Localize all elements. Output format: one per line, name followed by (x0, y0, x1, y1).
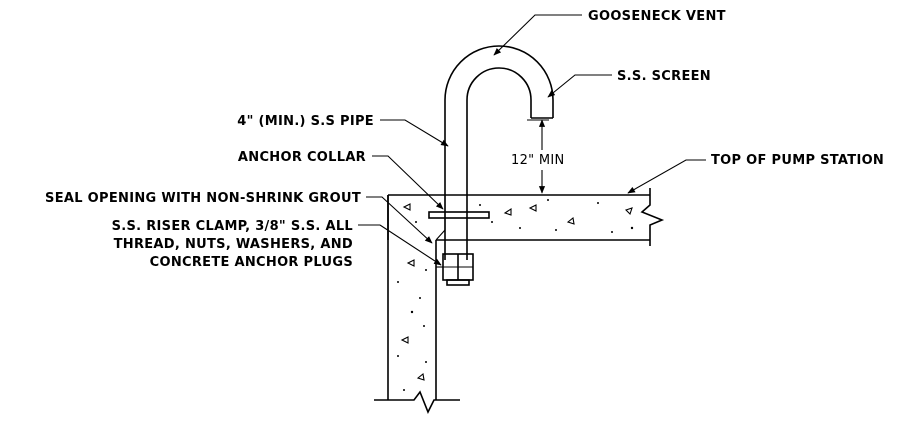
leaders (358, 14, 706, 266)
label-min-clearance: 12" MIN (511, 153, 565, 168)
anchor-collar (428, 211, 490, 219)
label-ss-screen: S.S. SCREEN (617, 69, 711, 84)
label-riser-clamp-3: CONCRETE ANCHOR PLUGS (150, 255, 353, 270)
label-anchor-collar: ANCHOR COLLAR (238, 150, 366, 165)
label-top-of-station: TOP OF PUMP STATION (711, 153, 884, 168)
gooseneck-pipe (444, 45, 554, 260)
label-riser-clamp-1: S.S. RISER CLAMP, 3/8" S.S. ALL (112, 219, 353, 234)
label-seal-opening: SEAL OPENING WITH NON-SHRINK GROUT (45, 191, 361, 206)
label-gooseneck-vent: GOOSENECK VENT (588, 9, 726, 24)
label-riser-clamp-2: THREAD, NUTS, WASHERS, AND (114, 237, 353, 252)
concrete-aggregate (397, 199, 634, 391)
label-pipe: 4" (MIN.) S.S PIPE (237, 114, 374, 129)
riser-clamp (436, 253, 474, 286)
concrete-wall (374, 195, 466, 414)
